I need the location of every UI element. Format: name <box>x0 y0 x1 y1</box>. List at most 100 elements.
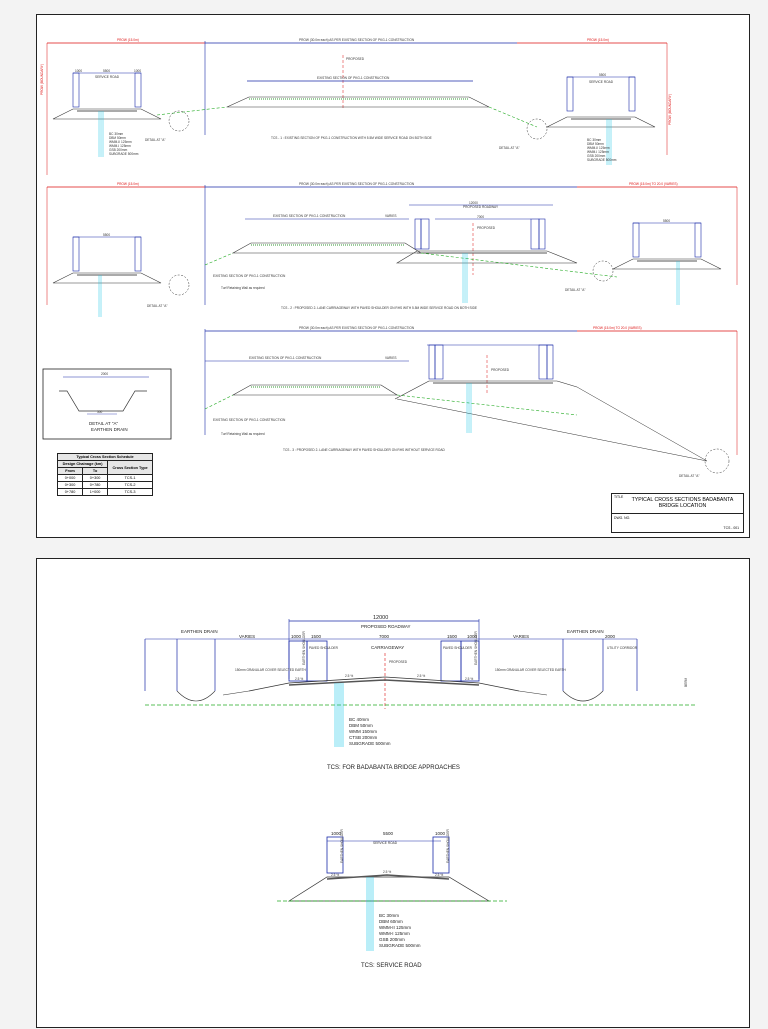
tcs2-prow-right: PROW (15.0m) TO 20.0 (VARIES) <box>629 182 678 186</box>
varies-l: VARIES <box>239 634 255 639</box>
detail-a-bottom: 300 <box>97 410 103 414</box>
tcs3-caption: TCS - 3 : PROPOSED 2- LANE CARRIAGEWAY W… <box>283 448 445 452</box>
tcs2-existing-label: EXISTING SECTION OF PKG-1 CONSTRUCTION <box>273 214 346 218</box>
svg-text:BC 30mm: BC 30mm <box>587 138 602 142</box>
slope-3: 2.5 % <box>417 674 425 678</box>
tcs1-caption: TCS - 1 : EXISTING SECTION OF PKG-1 CONS… <box>271 136 432 140</box>
sheet1-drawing: PROW (15.0m) PROW (30.0m each) AS PER EX… <box>40 38 738 478</box>
svg-text:DBM 50mm: DBM 50mm <box>109 136 126 140</box>
earthen-shoulder-l: EARTHEN SHOULDER <box>302 631 306 665</box>
svg-text:WMM-I 125mm: WMM-I 125mm <box>587 150 609 154</box>
tcs2-dim-r: 5500 <box>663 219 670 223</box>
dwg-no-label: DWG. NO. <box>614 516 631 520</box>
schedule-cell: TCS-3 <box>107 488 153 496</box>
schedule-cell: 0+780 <box>82 481 109 489</box>
svc-dim-5500: 5500 <box>383 831 394 836</box>
svc-road-label: SERVICE ROAD <box>373 841 398 845</box>
svg-text:WMM-II 125mm: WMM-II 125mm <box>379 925 411 930</box>
svg-text:WMM-II 125mm: WMM-II 125mm <box>109 140 132 144</box>
table-row: 0+300 0+780 TCS-2 <box>56 481 153 489</box>
service-road-section: 1000 5500 1000 SERVICE ROAD EARTHEN SHOU… <box>277 829 507 969</box>
schedule-col-type: Cross Section Type <box>107 460 153 475</box>
tcs1-detail-r: DETAIL AT "A" <box>499 146 520 150</box>
detail-a-width: 2000 <box>101 372 108 376</box>
svg-text:DBM 50mm: DBM 50mm <box>349 723 373 728</box>
tcs3-proposed: PROPOSED <box>491 368 510 372</box>
sheet2-drawing: 12000 PROPOSED ROADWAY EARTHEN DRAIN VAR… <box>144 615 697 969</box>
roadway-label: PROPOSED ROADWAY <box>361 624 411 629</box>
tcs1-prow-right: PROW (15.0m) <box>587 38 609 42</box>
tcs1-detail-circle-r <box>526 118 548 140</box>
tcs1-prow-mid: PROW (30.0m each) AS PER EXISTING SECTIO… <box>299 38 415 42</box>
svg-text:GSB 200mm: GSB 200mm <box>109 148 128 152</box>
svg-text:GSB 200mm: GSB 200mm <box>379 937 405 942</box>
svg-text:WMM-II 125mm: WMM-II 125mm <box>587 146 610 150</box>
tcs1-dim-mid-l: 5500 <box>103 69 110 73</box>
schedule-cell: 0+300 <box>82 474 109 482</box>
schedule-col-to: To <box>82 467 109 475</box>
svc-slope-2: 2.5 % <box>383 870 391 874</box>
dim-7000: 7000 <box>379 634 390 639</box>
title-block: TITLE TYPICAL CROSS SECTIONS BADABANTA B… <box>611 493 744 533</box>
svg-text:DBM 50mm: DBM 50mm <box>587 142 604 146</box>
roadway-total: 12000 <box>373 615 388 621</box>
granular-note-l: 150mm GRANULAR COVER SELECTED EARTH <box>235 668 306 672</box>
tcs1-proposed: PROPOSED <box>346 57 365 61</box>
varies-r: VARIES <box>513 634 529 639</box>
tcs3-varies: VARIES <box>385 356 396 360</box>
drawing-sheet-1: PROW (15.0m) PROW (30.0m each) AS PER EX… <box>36 14 750 538</box>
tcs2-exist-note: EXISTING SECTION OF PKG-1 CONSTRUCTION <box>213 274 286 278</box>
tcs1-detail-l: DETAIL AT "A" <box>145 138 166 142</box>
svg-text:GSB 200mm: GSB 200mm <box>587 154 606 158</box>
schedule-cell: 0+300 <box>56 481 84 489</box>
table-row: 0+000 0+300 TCS-1 <box>56 474 153 482</box>
svg-text:BC 30mm: BC 30mm <box>109 132 124 136</box>
schedule-cell: TCS-2 <box>107 481 153 489</box>
tcs1-service-road-l: SERVICE ROAD <box>95 75 120 79</box>
detail-a-caption1: DETAIL AT "A" <box>89 421 118 426</box>
svg-text:SUBGRADE 500mm: SUBGRADE 500mm <box>379 943 421 948</box>
schedule-col-group: Design Chainage (km) <box>56 460 109 468</box>
svg-text:SUBGRADE 500mm: SUBGRADE 500mm <box>349 741 391 746</box>
granular-note-r: 150mm GRANULAR COVER SELECTED EARTH <box>495 668 566 672</box>
svg-text:BC 30mm: BC 30mm <box>379 913 399 918</box>
detail-a-box: 2000 300 DETAIL AT "A" EARTHEN DRAIN <box>42 368 172 440</box>
tcs1-dim-right-l: 1000 <box>134 69 141 73</box>
cross-section-schedule: Typical Cross Section Schedule Design Ch… <box>56 453 153 496</box>
dim-1000-r: 1000 <box>467 634 478 639</box>
tcs3-exist-note: EXISTING SECTION OF PKG-1 CONSTRUCTION <box>213 418 286 422</box>
tcs1-row-left: PROW (BOUNDARY) <box>40 64 44 95</box>
schedule-cell: 0+780 <box>56 488 84 496</box>
schedule-cell: TCS-1 <box>107 474 153 482</box>
svg-text:WMM-I 125mm: WMM-I 125mm <box>109 144 131 148</box>
dim-1500-l: 1500 <box>311 634 322 639</box>
tcs1-dim-left-l: 1000 <box>75 69 82 73</box>
paved-shoulder-l: PAVED SHOULDER <box>309 646 339 650</box>
svg-text:DBM 60mm: DBM 60mm <box>379 919 403 924</box>
tcs3-existing-label: EXISTING SECTION OF PKG-1 CONSTRUCTION <box>249 356 322 360</box>
svc-dim-1000-l: 1000 <box>331 831 342 836</box>
tcs3-prow-right: PROW (15.0m) TO 20.0 (VARIES) <box>593 326 642 330</box>
tcs1-existing-label: EXISTING SECTION OF PKG-1 CONSTRUCTION <box>317 76 390 80</box>
title-label: TITLE <box>614 495 624 499</box>
svc-shoulder-r: EARTHEN SHOULDER <box>446 829 450 863</box>
svc-dim-1000-r: 1000 <box>435 831 446 836</box>
tcs2-detail-r: DETAIL AT "A" <box>565 288 586 292</box>
svg-text:BC 40mm: BC 40mm <box>349 717 369 722</box>
tcs3-prow-mid: PROW (30.0m each) AS PER EXISTING SECTIO… <box>299 326 415 330</box>
tcs2-section: PROW (15.0m) PROW (30.0m each) AS PER EX… <box>46 182 738 317</box>
schedule-cell: 0+000 <box>56 474 84 482</box>
earthen-shoulder-r: EARTHEN SHOULDER <box>474 631 478 665</box>
svg-text:SUBGRADE 500mm: SUBGRADE 500mm <box>587 158 617 162</box>
schedule-cell: 1+000 <box>82 488 109 496</box>
tcs1-section: PROW (15.0m) PROW (30.0m each) AS PER EX… <box>40 38 672 175</box>
slope-4: 2.5 % <box>465 677 473 681</box>
carriageway-label: CARRIAGEWAY <box>371 645 404 650</box>
tcs2-caption: TCS - 2 : PROPOSED 2- LANE CARRIAGEWAY W… <box>281 306 477 310</box>
side-note: BERM <box>684 677 688 687</box>
tcs1-service-road-r: SERVICE ROAD <box>589 80 614 84</box>
tcs2-detail-l: DETAIL AT "A" <box>147 304 168 308</box>
tcs1-prow-left: PROW (15.0m) <box>117 38 139 42</box>
approach-caption: TCS: FOR BADABANTA BRIDGE APPROACHES <box>327 765 460 771</box>
drawing-title: TYPICAL CROSS SECTIONS BADABANTA BRIDGE … <box>631 497 734 509</box>
